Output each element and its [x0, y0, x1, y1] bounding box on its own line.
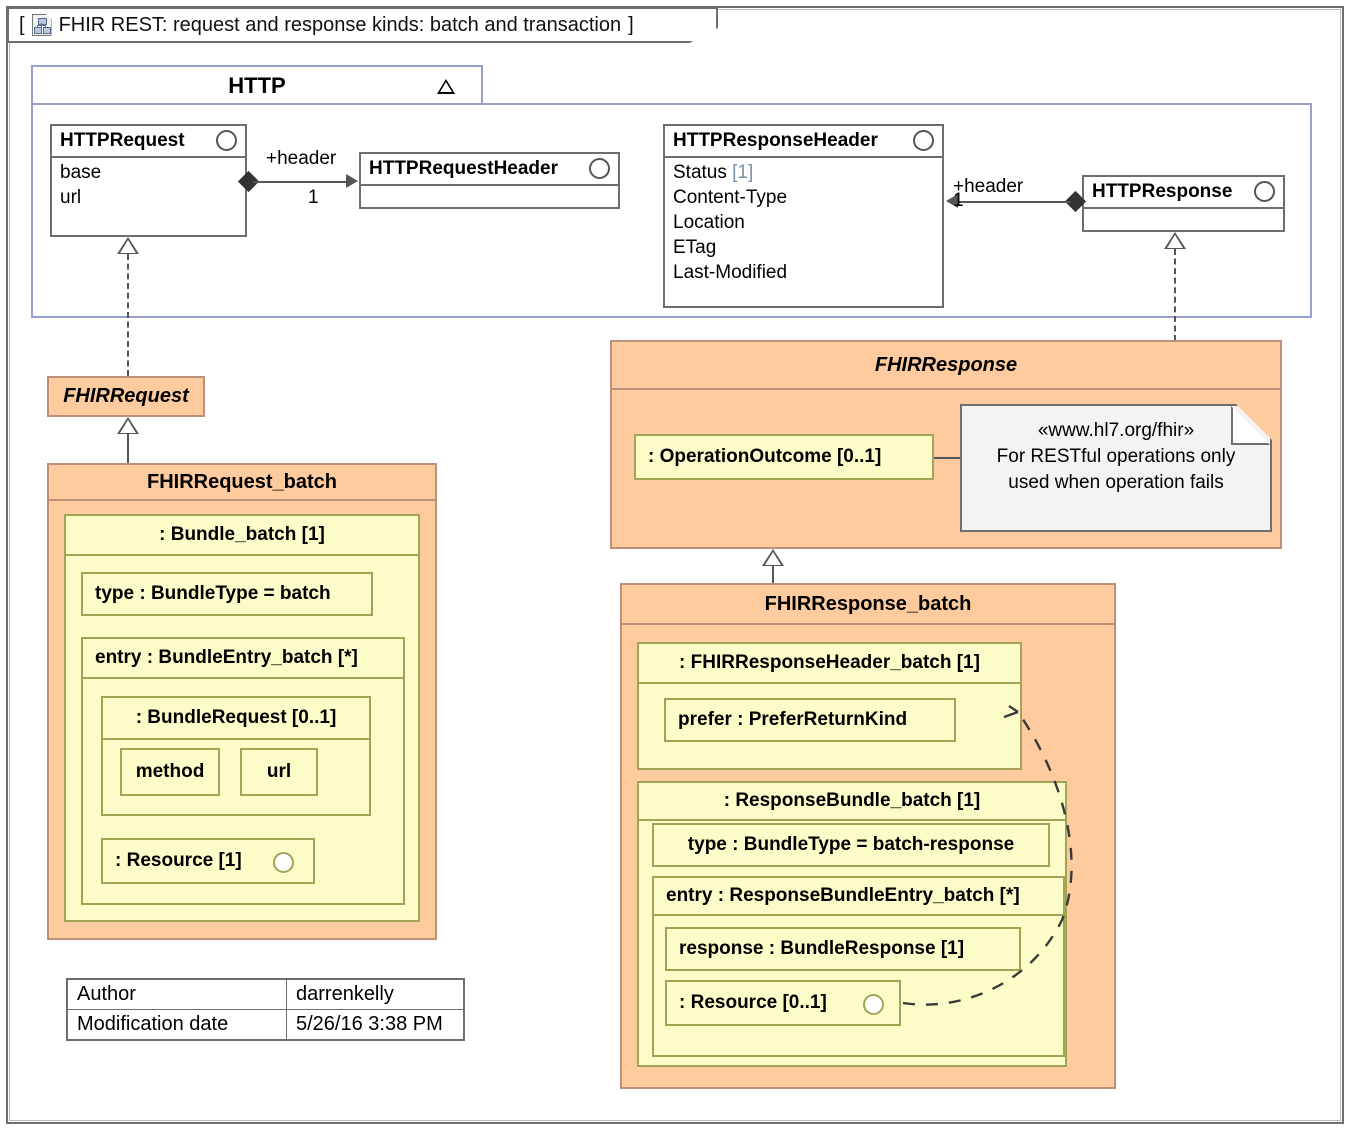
class-fhir-request-batch-title: FHIRRequest_batch [49, 465, 435, 501]
attribute-method[interactable]: method [120, 748, 220, 796]
attribute-status-multiplicity: [1] [732, 162, 754, 183]
class-name: HTTPResponse [1092, 181, 1233, 202]
generalization-line-fhir-response [1174, 249, 1176, 341]
class-http-request-header-box[interactable]: HTTPRequestHeader [359, 152, 620, 209]
attribute-etag: ETag [673, 237, 717, 258]
class-http-response-header-box[interactable]: HTTPResponseHeader Status [1] Content-Ty… [663, 124, 944, 308]
circle-icon [1254, 181, 1275, 202]
note-stereotype: «www.hl7.org/fhir» [1037, 420, 1195, 441]
class-http-response-title: HTTPResponse [1084, 177, 1283, 209]
class-fhir-response-batch-title: FHIRResponse_batch [622, 585, 1114, 625]
part-resource-response[interactable]: : Resource [0..1] [665, 980, 901, 1026]
class-fhir-request[interactable]: FHIRRequest [47, 376, 205, 417]
attribute-url: url [60, 187, 82, 208]
assoc-line-response-header [958, 201, 1071, 203]
circle-icon [913, 130, 934, 151]
attribute-content-type: Content-Type [673, 187, 788, 208]
triangle-up-icon[interactable] [437, 79, 455, 94]
assoc-arrow-response-header [946, 194, 958, 208]
part-response-bundle-entry-batch-title: entry : ResponseBundleEntry_batch [*] [654, 878, 1063, 916]
assoc-mult-response-header: 1 [953, 190, 964, 211]
attribute-status: Status [1] [673, 160, 934, 185]
class-fhir-response-title: FHIRResponse [612, 342, 1280, 390]
package-name: HTTP [228, 73, 286, 98]
part-fhir-response-header-batch-title: : FHIRResponseHeader_batch [1] [639, 644, 1020, 684]
table-row: Author darrenkelly [66, 978, 465, 1010]
title-close-bracket: ] [628, 13, 634, 36]
class-http-response-header-title: HTTPResponseHeader [665, 126, 942, 158]
class-http-request[interactable]: HTTPRequest base url [50, 124, 247, 237]
generalization-line-request-batch [127, 434, 129, 464]
circle-icon [589, 158, 610, 179]
attribute-type-bundletype-batch-response[interactable]: type : BundleType = batch-response [652, 823, 1050, 867]
attribute-prefer[interactable]: prefer : PreferReturnKind [664, 698, 956, 742]
part-bundle-request-title: : BundleRequest [0..1] [103, 698, 369, 740]
class-http-request-header-attributes [361, 186, 618, 215]
title-open-bracket: [ [19, 13, 25, 36]
part-resource-response-label: : Resource [0..1] [679, 992, 827, 1013]
page-title: FHIR REST: request and response kinds: b… [58, 13, 622, 36]
attribute-base: base [60, 162, 102, 183]
class-name: HTTPRequest [60, 130, 185, 151]
note-anchor-line [934, 457, 960, 459]
class-http-request-attributes: base url [52, 158, 245, 213]
attribute-location: Location [673, 212, 745, 233]
part-resource-request-label: : Resource [1] [115, 850, 242, 871]
note-line-2: used when operation fails [1008, 472, 1224, 493]
circle-icon [216, 130, 237, 151]
generalization-triangle-request-batch [117, 417, 139, 434]
attribute-response-bundleresponse[interactable]: response : BundleResponse [1] [665, 927, 1021, 971]
note-line-1: For RESTful operations only [996, 446, 1236, 467]
assoc-mult-request-header: 1 [308, 187, 319, 208]
meta-table: Author darrenkelly Modification date 5/2… [66, 978, 465, 1041]
attribute-type-bundletype-batch[interactable]: type : BundleType = batch [81, 572, 373, 616]
meta-label-modification-date: Modification date [66, 1009, 287, 1041]
part-bundle-batch-title: : Bundle_batch [1] [66, 516, 418, 556]
diagram-title-tab: [ FHIR REST: request and response kinds:… [7, 7, 718, 43]
generalization-triangle-fhir-request [117, 237, 139, 254]
generalization-line-fhir-request [127, 254, 129, 376]
part-response-bundle-batch-title: : ResponseBundle_batch [1] [639, 783, 1065, 821]
part-resource-request[interactable]: : Resource [1] [101, 838, 315, 884]
assoc-role-response-header: +header [953, 176, 1024, 197]
assoc-line-request-header [253, 181, 346, 183]
part-bundle-entry-batch-title: entry : BundleEntry_batch [*] [83, 639, 403, 679]
generalization-line-response-batch [772, 566, 774, 584]
class-name: FHIRRequest [63, 385, 189, 407]
meta-value-modification-date: 5/26/16 3:38 PM [286, 1009, 465, 1041]
attribute-last-modified: Last-Modified [673, 262, 788, 283]
assoc-arrow-request-header [346, 174, 358, 188]
assoc-role-request-header: +header [266, 148, 337, 169]
class-http-response-header-attributes: Status [1] Content-Type Location ETag La… [665, 158, 942, 288]
class-http-response-box[interactable]: HTTPResponse [1082, 175, 1285, 232]
circle-icon [273, 852, 294, 873]
class-http-request-header: HTTPRequest [52, 126, 245, 158]
class-name: HTTPResponseHeader [673, 130, 878, 151]
package-tab-http[interactable]: HTTP [31, 65, 483, 105]
table-row: Modification date 5/26/16 3:38 PM [66, 1009, 465, 1041]
attribute-status-label: Status [673, 162, 727, 183]
meta-value-author: darrenkelly [286, 978, 465, 1010]
class-http-request-header-title: HTTPRequestHeader [361, 154, 618, 186]
generalization-triangle-fhir-response [1164, 232, 1186, 249]
generalization-triangle-response-batch [762, 549, 784, 566]
note-hl7-fhir: «www.hl7.org/fhir» For RESTful operation… [960, 404, 1272, 532]
part-operation-outcome[interactable]: : OperationOutcome [0..1] [634, 434, 934, 480]
attribute-url[interactable]: url [240, 748, 318, 796]
circle-icon [863, 994, 884, 1015]
class-diagram-icon [31, 14, 52, 36]
class-name: HTTPRequestHeader [369, 158, 558, 179]
meta-label-author: Author [66, 978, 287, 1010]
